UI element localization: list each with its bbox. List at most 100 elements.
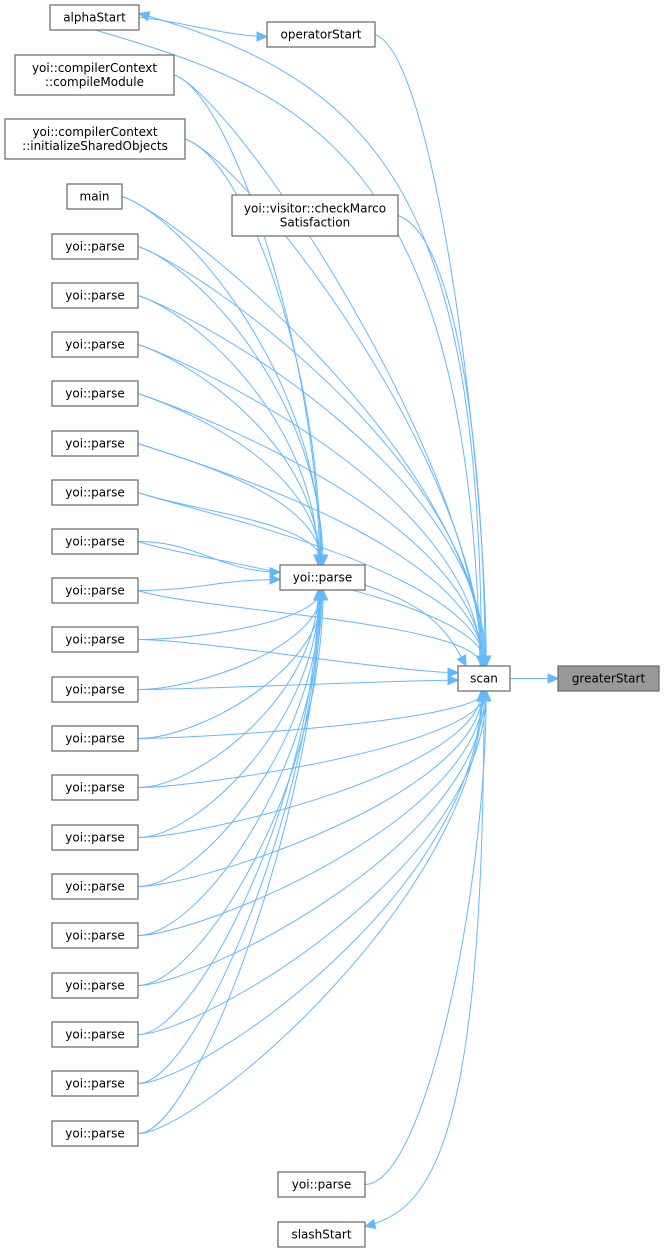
node-p13[interactable]: yoi::parse: [51, 824, 139, 851]
arrowhead-icon: [456, 654, 467, 668]
node-label: yoi::parse: [65, 437, 124, 451]
node-label: yoi::parse: [65, 1127, 124, 1141]
edge-p11-to-scan: [137, 689, 491, 739]
node-label: yoi::parse: [65, 1077, 124, 1091]
node-label: yoi::parse: [65, 732, 124, 746]
edge-p14-to-scan: [137, 689, 488, 887]
node-p16[interactable]: yoi::parse: [51, 972, 139, 999]
node-p6[interactable]: yoi::parse: [51, 479, 139, 506]
node-label: scan: [470, 672, 498, 686]
edge-pbottom-to-scan: [364, 689, 492, 1185]
edge-p4-to-scan: [137, 393, 488, 668]
arrowhead-icon: [363, 1218, 377, 1230]
node-p11[interactable]: yoi::parse: [51, 725, 139, 752]
node-p17[interactable]: yoi::parse: [51, 1021, 139, 1048]
arrowhead-icon: [137, 11, 151, 22]
edge-main-to-pmid: [121, 196, 328, 567]
arrowhead-icon: [315, 588, 326, 601]
node-label: yoi::parse: [65, 584, 124, 598]
node-alphaStart[interactable]: alphaStart: [49, 4, 140, 31]
node-label: yoi::parse: [65, 289, 124, 303]
node-p19[interactable]: yoi::parse: [51, 1120, 139, 1147]
node-p4[interactable]: yoi::parse: [51, 380, 139, 407]
arrowhead-icon: [477, 689, 488, 702]
node-label: yoi::visitor::checkMarco: [244, 202, 386, 216]
node-label: alphaStart: [63, 11, 126, 25]
node-p3[interactable]: yoi::parse: [51, 331, 139, 358]
node-label: yoi::parse: [65, 1028, 124, 1042]
node-slashStart[interactable]: slashStart: [277, 1221, 366, 1248]
node-label: greaterStart: [572, 672, 646, 686]
node-label: yoi::parse: [65, 240, 124, 254]
node-initShared[interactable]: yoi::compilerContext::initializeSharedOb…: [4, 118, 186, 160]
node-p10[interactable]: yoi::parse: [51, 676, 139, 703]
node-scan[interactable]: scan: [457, 665, 511, 692]
node-label: yoi::parse: [65, 535, 124, 549]
node-label: yoi::parse: [65, 683, 124, 697]
edge-compileModule-to-pmid: [173, 74, 325, 567]
node-p5[interactable]: yoi::parse: [51, 430, 139, 457]
node-label: yoi::parse: [292, 1178, 351, 1192]
edge-p18-to-pmid: [137, 588, 325, 1084]
node-pmid[interactable]: yoi::parse: [279, 564, 366, 591]
node-label: ::compileModule: [45, 75, 144, 89]
edge-p19-to-scan: [137, 689, 488, 1134]
node-greaterStart[interactable]: greaterStart: [557, 665, 660, 692]
node-label: slashStart: [291, 1228, 351, 1242]
nodes: alphaStartoperatorStartyoi::compilerCont…: [4, 4, 660, 1248]
node-p2[interactable]: yoi::parse: [51, 282, 139, 309]
edge-p7-to-scan: [137, 541, 492, 668]
edge-p16-to-scan: [137, 689, 491, 986]
arrowhead-icon: [317, 554, 329, 567]
node-pbottom[interactable]: yoi::parse: [277, 1171, 366, 1198]
node-p8[interactable]: yoi::parse: [51, 577, 139, 604]
edge-checkMarco-to-scan: [397, 215, 491, 668]
node-label: ::initializeSharedObjects: [22, 139, 168, 153]
arrowhead-icon: [447, 667, 460, 678]
node-main[interactable]: main: [66, 183, 123, 210]
node-label: yoi::parse: [65, 633, 124, 647]
node-p7[interactable]: yoi::parse: [51, 528, 139, 555]
edge-p8-to-pmid: [137, 574, 282, 591]
edge-alphaStart-to-operatorStart: [138, 17, 269, 42]
edge-p8-to-scan: [137, 590, 487, 668]
node-p9[interactable]: yoi::parse: [51, 626, 139, 653]
edge-pmid-to-scan: [364, 584, 467, 668]
edges: [94, 11, 560, 1230]
node-label: operatorStart: [281, 28, 362, 42]
node-operatorStart[interactable]: operatorStart: [266, 21, 376, 48]
edge-p19-to-pmid: [137, 588, 326, 1134]
edge-scan-to-greaterStart: [509, 673, 560, 684]
node-p15[interactable]: yoi::parse: [51, 922, 139, 949]
node-p14[interactable]: yoi::parse: [51, 873, 139, 900]
edge-alphaStart-to-scan: [94, 29, 481, 667]
node-label: yoi::parse: [65, 338, 124, 352]
edge-p12-to-scan: [137, 689, 492, 788]
edge-p10-to-scan: [137, 674, 460, 690]
node-p1[interactable]: yoi::parse: [51, 233, 139, 260]
node-label: yoi::parse: [65, 979, 124, 993]
node-p12[interactable]: yoi::parse: [51, 774, 139, 801]
arrowhead-icon: [447, 674, 460, 686]
node-label: yoi::parse: [65, 486, 124, 500]
edge-p1-to-pmid: [137, 246, 329, 567]
edge-p3-to-pmid: [137, 344, 325, 567]
arrowhead-icon: [547, 673, 560, 684]
node-label: yoi::parse: [65, 880, 124, 894]
arrowhead-icon: [269, 574, 282, 585]
node-label: yoi::parse: [65, 781, 124, 795]
edge-p18-to-scan: [137, 689, 487, 1084]
node-label: Satisfaction: [280, 216, 350, 230]
node-label: main: [80, 190, 110, 204]
edge-operatorStart-to-scan: [374, 34, 492, 668]
edge-p10-to-pmid: [137, 588, 328, 690]
node-label: yoi::parse: [65, 929, 124, 943]
edge-p9-to-scan: [137, 639, 460, 678]
edge-p5-to-pmid: [137, 443, 328, 567]
node-label: yoi::compilerContext: [32, 125, 157, 139]
node-compileModule[interactable]: yoi::compilerContext::compileModule: [14, 54, 175, 96]
node-p18[interactable]: yoi::parse: [51, 1070, 139, 1097]
edge-p6-to-pmid: [137, 492, 329, 567]
